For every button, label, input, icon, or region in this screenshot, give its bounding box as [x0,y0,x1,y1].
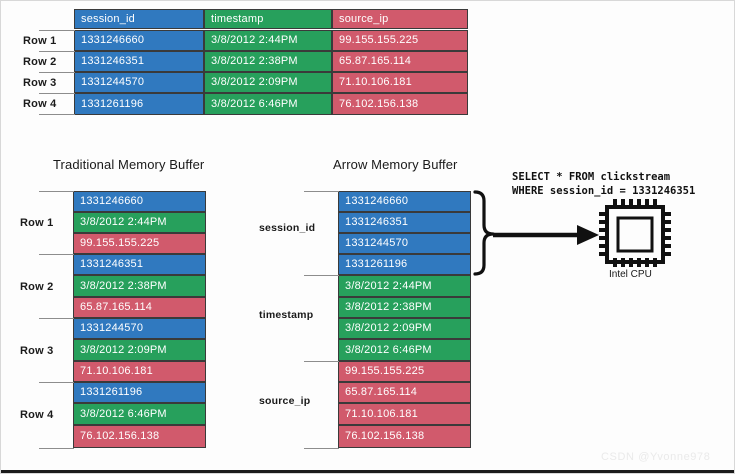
top-table-cell: 76.102.156.138 [332,93,468,115]
sql-query-line1: SELECT * FROM clickstream [512,171,671,183]
row-tick [39,93,75,94]
group-tick [39,448,74,449]
row-tick [39,30,75,31]
arrow-buffer-title: Arrow Memory Buffer [333,157,458,172]
arrow-cell: 1331246351 [338,212,471,233]
traditional-cell: 71.10.106.181 [73,361,206,382]
arrow-group-label-source-ip: source_ip [259,395,311,407]
row-tick [39,72,75,73]
top-table-cell: 71.10.106.181 [332,72,468,93]
traditional-cell: 1331246351 [73,254,206,275]
top-table-row-label: Row 3 [23,77,57,89]
sql-query-line2: WHERE session_id = 1331246351 [512,185,696,197]
top-table-cell: 1331246351 [74,51,204,72]
arrow-to-cpu-icon [493,225,599,245]
group-tick [304,191,339,192]
traditional-cell: 99.155.155.225 [73,233,206,254]
arrow-cell: 3/8/2012 2:38PM [338,297,471,318]
traditional-cell: 65.87.165.114 [73,297,206,318]
bottom-bar [1,470,734,473]
traditional-cell: 1331244570 [73,318,206,339]
arrow-cell: 3/8/2012 2:09PM [338,318,471,339]
group-tick [39,254,74,255]
group-tick [304,448,339,449]
group-tick [39,191,74,192]
top-table-cell: 3/8/2012 6:46PM [204,93,332,115]
arrow-cell: 71.10.106.181 [338,403,471,425]
arrow-cell: 3/8/2012 6:46PM [338,339,471,361]
curly-brace-icon [473,190,495,276]
arrow-cell: 65.87.165.114 [338,382,471,403]
traditional-cell: 1331261196 [73,382,206,403]
group-tick [39,382,74,383]
traditional-buffer-title: Traditional Memory Buffer [53,157,205,172]
top-table-header-timestamp: timestamp [204,9,332,29]
traditional-row-label: Row 1 [20,217,54,229]
top-table-header-session-id: session_id [74,9,204,29]
traditional-row-label: Row 2 [20,281,54,293]
top-table-cell: 3/8/2012 2:44PM [204,30,332,51]
traditional-row-label: Row 4 [20,409,54,421]
row-tick [39,51,75,52]
top-table-row-label: Row 2 [23,56,57,68]
top-table-cell: 99.155.155.225 [332,30,468,51]
traditional-cell: 1331246660 [73,191,206,212]
top-table-cell: 1331261196 [74,93,204,115]
top-table-cell: 65.87.165.114 [332,51,468,72]
top-table-cell: 1331244570 [74,72,204,93]
group-tick [304,361,339,362]
traditional-row-label: Row 3 [20,345,54,357]
traditional-cell: 3/8/2012 2:44PM [73,212,206,233]
group-tick [39,318,74,319]
arrow-group-label-session-id: session_id [259,222,316,234]
cpu-chip-icon [599,199,671,267]
top-table-cell: 1331246660 [74,30,204,51]
traditional-cell: 3/8/2012 6:46PM [73,403,206,425]
arrow-cell: 99.155.155.225 [338,361,471,382]
arrow-cell: 1331261196 [338,254,471,275]
arrow-cell: 3/8/2012 2:44PM [338,275,471,297]
arrow-cell: 1331244570 [338,233,471,254]
arrow-cell: 1331246660 [338,191,471,212]
watermark: CSDN @Yvonne978 [601,451,711,463]
traditional-cell: 3/8/2012 2:09PM [73,339,206,361]
arrow-cell: 76.102.156.138 [338,425,471,448]
top-table-row-label: Row 1 [23,35,57,47]
arrow-group-label-timestamp: timestamp [259,309,314,321]
cpu-caption: Intel CPU [609,269,652,280]
traditional-cell: 76.102.156.138 [73,425,206,448]
top-table-row-label: Row 4 [23,98,57,110]
top-table-cell: 3/8/2012 2:38PM [204,51,332,72]
group-tick [304,275,339,276]
traditional-cell: 3/8/2012 2:38PM [73,275,206,297]
top-table-cell: 3/8/2012 2:09PM [204,72,332,93]
row-tick [39,114,75,115]
top-table-header-source-ip: source_ip [332,9,468,29]
